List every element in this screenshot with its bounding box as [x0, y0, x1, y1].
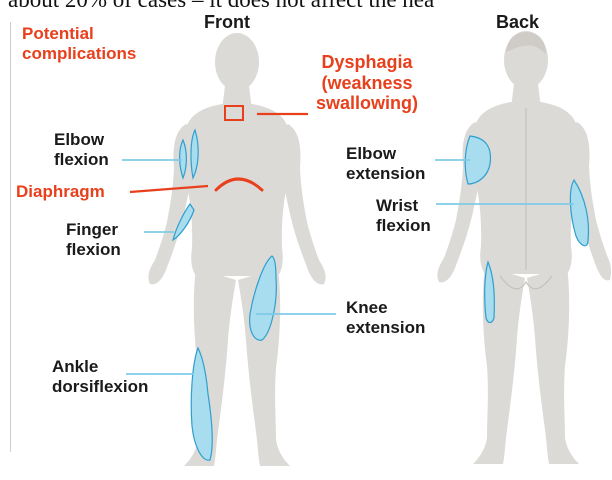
- front-header: Front: [204, 12, 250, 33]
- ankle-dorsiflexion-label: Ankle dorsiflexion: [52, 357, 148, 396]
- front-left-arm: [148, 124, 193, 284]
- back-header: Back: [496, 12, 539, 33]
- front-figure: [148, 33, 325, 466]
- back-right-leg: [527, 266, 579, 464]
- front-right-arm: [281, 124, 326, 284]
- back-figure: [437, 31, 611, 464]
- elbow-extension-label: Elbow extension: [346, 144, 425, 183]
- diaphragm-label: Diaphragm: [16, 182, 105, 202]
- complications-title: Potential complications: [22, 24, 136, 63]
- front-head: [215, 33, 259, 91]
- wrist-flexion-label: Wrist flexion: [376, 196, 431, 235]
- dysphagia-label: Dysphagia (weakness swallowing): [316, 52, 418, 114]
- elbow-flexion-label: Elbow flexion: [54, 130, 109, 169]
- front-torso: [184, 104, 290, 276]
- finger-flexion-label: Finger flexion: [66, 220, 121, 259]
- knee-extension-label: Knee extension: [346, 298, 425, 337]
- back-left-leg: [473, 266, 525, 464]
